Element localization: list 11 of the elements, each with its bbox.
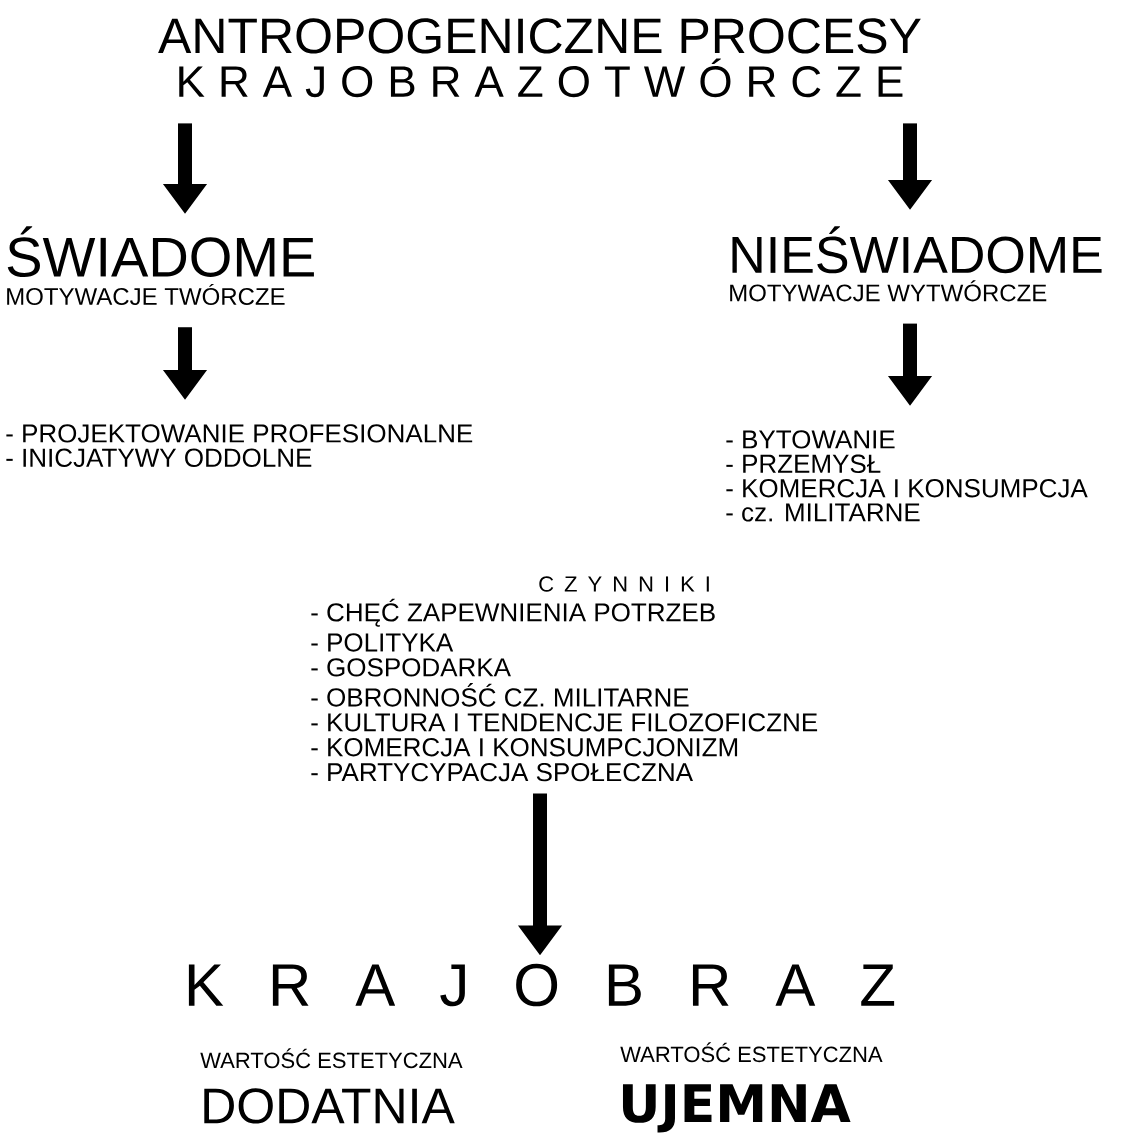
- heading-text: ANTROPOGENICZNE PROCESY K R A J O B R A Z O T W Ó R C Z E: [158, 18, 921, 98]
- result-heading: K R A J O B R A Z: [188, 963, 895, 1007]
- category-heading: ŚWIADOME MOTYWACJE TWÓRCZE: [7, 226, 314, 306]
- bullet-list: - BYTOWANIE - PRZEMYSŁ - KOMERCJA I KONSUMPCJA - cz. MILITARNE: [726, 430, 1088, 522]
- rating-label: WARTOŚĆ ESTETYCZNA: [200, 1048, 463, 1069]
- factor-list: C Z Y N N I K I - CHĘĆ ZAPEWNIENIA POTRZEB - POLITYKA - GOSPODARKA - OBRONNOŚĆ CZ. MILITARNE - KULTURA I TENDENCJE FILOZOFICZNE - KOMERCJA I KONSUMPCJONIZM - PARTYCYPACJA SPOŁECZNA: [311, 576, 818, 782]
- rating-value: UJEMNA: [623, 1084, 851, 1133]
- bullet-list: - PROJEKTOWANIE PROFESIONALNE - INICJATYWY ODDOLNE: [6, 424, 473, 467]
- rating-value: DODATNIA: [204, 1088, 455, 1124]
- rating-label: WARTOŚĆ ESTETYCZNA: [620, 1042, 883, 1063]
- category-heading: NIEŚWIADOME MOTYWACJE WYTWÓRCZE: [730, 226, 1102, 302]
